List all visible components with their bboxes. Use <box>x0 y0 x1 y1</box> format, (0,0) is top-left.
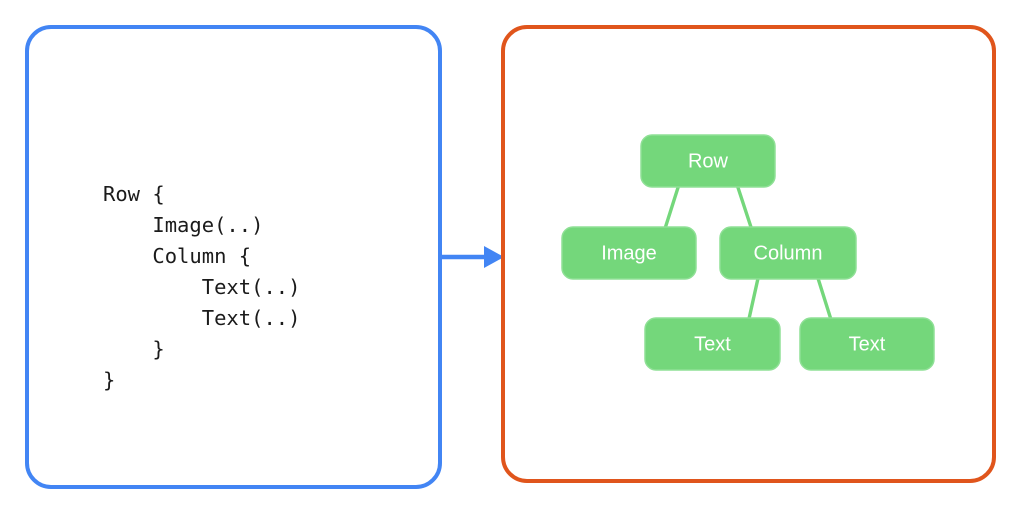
tree-node-box-column <box>719 226 857 280</box>
code-snippet: Row { Image(..) Column { Text(..) Text(.… <box>103 182 301 392</box>
tree-node-label-column: Column <box>754 242 823 264</box>
tree-edge-layer <box>663 184 833 321</box>
code-panel: Row { Image(..) Column { Text(..) Text(.… <box>25 25 442 489</box>
tree-edge-row-image <box>663 184 681 230</box>
tree-node-box-text1 <box>644 317 781 371</box>
tree-edge-row-column <box>735 184 753 230</box>
tree-node-label-text2: Text <box>849 333 886 355</box>
tree-node-box-image <box>561 226 697 280</box>
tree-node-image[interactable]: Image <box>561 226 697 280</box>
tree-node-label-text1: Text <box>694 333 731 355</box>
tree-edge-column-text1 <box>747 276 760 321</box>
tree-node-text1[interactable]: Text <box>644 317 781 371</box>
tree-node-column[interactable]: Column <box>719 226 857 280</box>
tree-node-label-image: Image <box>601 242 657 264</box>
tree-node-label-row: Row <box>688 150 729 172</box>
tree-node-box-text2 <box>799 317 935 371</box>
tree-node-box-row <box>640 134 776 188</box>
tree-node-row[interactable]: Row <box>640 134 776 188</box>
transform-arrow-icon <box>438 246 504 268</box>
tree-node-text2[interactable]: Text <box>799 317 935 371</box>
tree-edge-column-text2 <box>816 276 833 321</box>
